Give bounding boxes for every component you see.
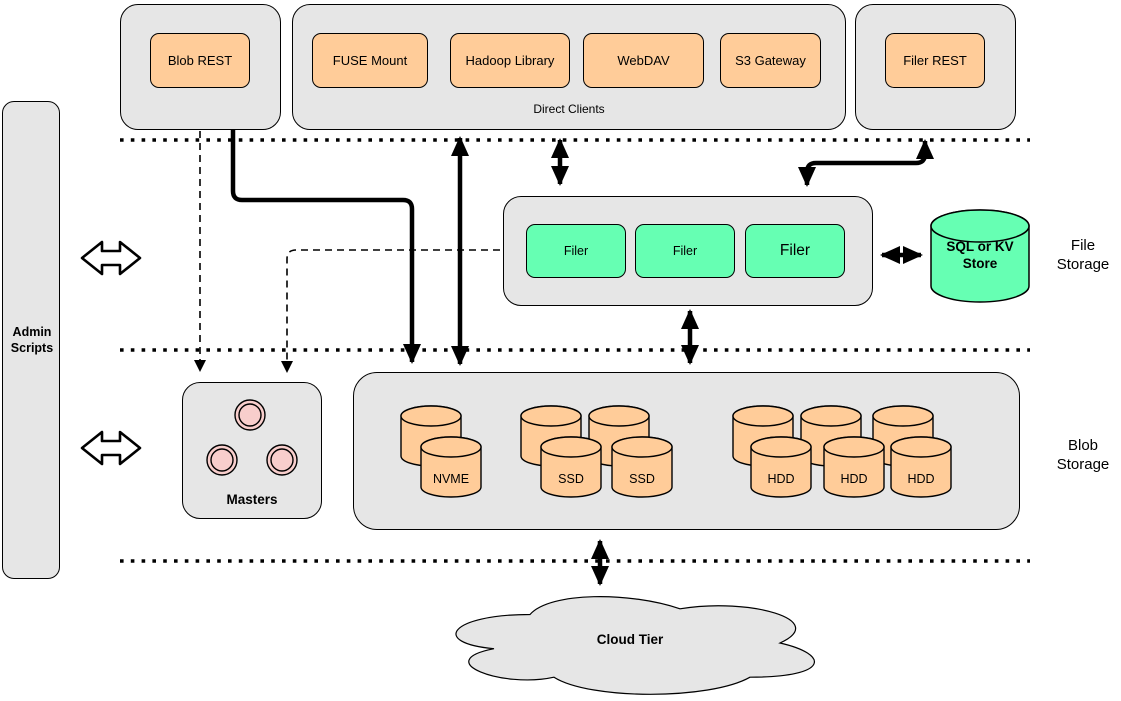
cloud-tier-label: Cloud Tier [596,632,664,647]
volume-cylinder-hdd-1: HDD [750,436,812,498]
admin-file-storage-arrow-icon [80,240,142,276]
filer-rest-node: Filer REST [885,33,985,88]
arrow-filerrest-filer [798,139,934,187]
filer-label-3: Filer [779,242,811,259]
volume-cylinder-nvme: NVME [420,436,482,498]
volume-cylinder-ssd-2: SSD [611,436,673,498]
ssd-label-2: SSD [629,472,655,486]
master-nodes-icon [206,399,298,476]
webdav-node: WebDAV [583,33,704,88]
fuse-mount-label: FUSE Mount [332,53,408,68]
volume-cylinder-hdd-2: HDD [823,436,885,498]
file-storage-section-label: File Storage [1056,237,1110,273]
filer-node-3: Filer [745,224,845,278]
hdd-label-2: HDD [840,472,867,486]
filer-label-1: Filer [563,244,589,258]
ssd-label-1: SSD [558,472,584,486]
dashed-arrow-filer-masters [281,249,500,373]
admin-blob-storage-arrow-icon [80,430,142,466]
hdd-label-3: HDD [907,472,934,486]
filer-node-2: Filer [635,224,735,278]
direct-clients-caption: Direct Clients [533,102,605,116]
kv-store-label: SQL or KV Store [946,239,1014,271]
filer-label-2: Filer [672,244,698,258]
cloud-icon [455,596,815,695]
volume-cylinder-hdd-3: HDD [890,436,952,498]
hdd-label-1: HDD [767,472,794,486]
hadoop-library-label: Hadoop Library [465,53,555,68]
fuse-mount-node: FUSE Mount [312,33,428,88]
s3-gateway-label: S3 Gateway [735,53,806,68]
blob-storage-section-label: Blob Storage [1056,437,1110,473]
masters-label: Masters [226,492,278,507]
filer-node-1: Filer [526,224,626,278]
hadoop-library-node: Hadoop Library [450,33,570,88]
filer-rest-label: Filer REST [903,53,967,68]
blob-rest-node: Blob REST [150,33,250,88]
blob-rest-label: Blob REST [167,53,233,68]
kv-store-cylinder-icon [930,209,1030,303]
nvme-label: NVME [433,472,469,486]
admin-scripts-bar: Admin Scripts [2,101,60,579]
webdav-label: WebDAV [617,53,670,68]
s3-gateway-node: S3 Gateway [720,33,821,88]
arrow-blobrest-volumes [230,130,421,364]
volume-cylinder-ssd-1: SSD [540,436,602,498]
admin-scripts-label: Admin Scripts [10,325,54,355]
